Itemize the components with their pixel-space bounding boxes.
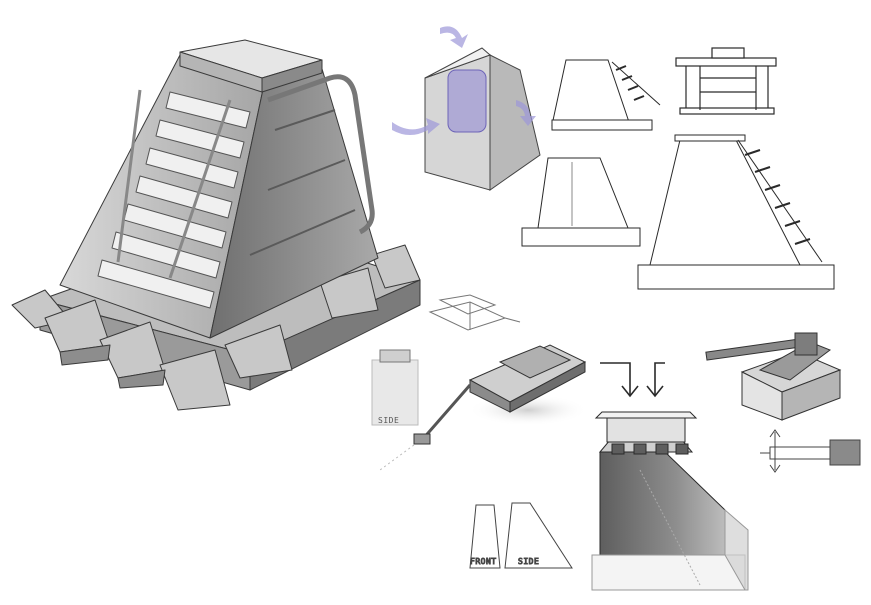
side-grooves [249, 109, 356, 256]
ladder [116, 89, 232, 279]
front-slats [97, 91, 251, 309]
final-tower-render [591, 411, 749, 591]
rotation-arrows [392, 26, 536, 135]
side-view-small: SIDE [371, 349, 419, 426]
rotation-concept [392, 26, 541, 191]
sketch-side-profile [551, 59, 661, 131]
side-view-panel: SIDE [504, 502, 573, 569]
base-feet [11, 244, 421, 411]
gun-turret-render [705, 332, 842, 421]
crenellations [611, 443, 689, 455]
sketch-large-profile [637, 134, 835, 290]
sketch-tapered-block [521, 157, 641, 247]
side-small-label: SIDE [378, 416, 399, 425]
handrail [267, 74, 375, 235]
front-view-panel: FRONT [469, 504, 501, 569]
sketch-front-view [675, 47, 777, 115]
main-tower-render [11, 39, 421, 411]
turret-render [379, 344, 588, 471]
down-arrows [600, 362, 665, 398]
front-label: FRONT [470, 557, 497, 566]
gun-sketch [760, 429, 861, 473]
sketch-dome-wireframe [428, 294, 521, 331]
side-label: SIDE [518, 557, 539, 566]
